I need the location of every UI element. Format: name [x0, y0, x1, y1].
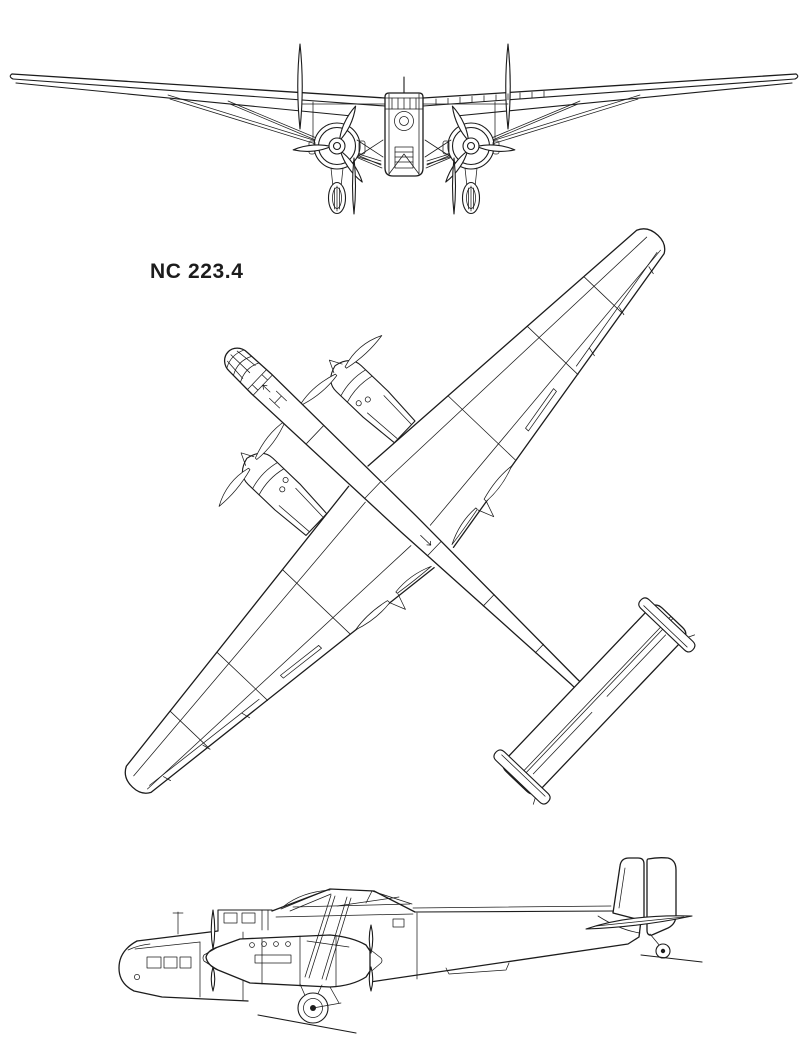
top-view-drawing — [21, 129, 713, 840]
front-view-drawing — [9, 43, 799, 215]
front-view-right-side — [422, 43, 799, 215]
front-view-left-side — [9, 43, 386, 215]
plan-fuselage — [223, 347, 591, 698]
ground-line-main — [257, 1014, 357, 1034]
side-wing-struts — [304, 894, 352, 981]
side-nacelle — [202, 934, 383, 988]
side-propellers — [210, 909, 374, 992]
side-view-drawing — [118, 857, 703, 1034]
front-fuselage — [384, 76, 424, 177]
side-tail — [585, 857, 693, 959]
plan-stabilizer — [487, 590, 702, 812]
side-landing-gear — [297, 983, 342, 1024]
plan-left-wing — [21, 413, 444, 840]
ground-line-tail — [640, 954, 703, 963]
side-fuselage — [118, 905, 642, 1002]
front-wing-ticks — [435, 90, 545, 106]
designation-label: NC 223.4 — [150, 260, 244, 283]
